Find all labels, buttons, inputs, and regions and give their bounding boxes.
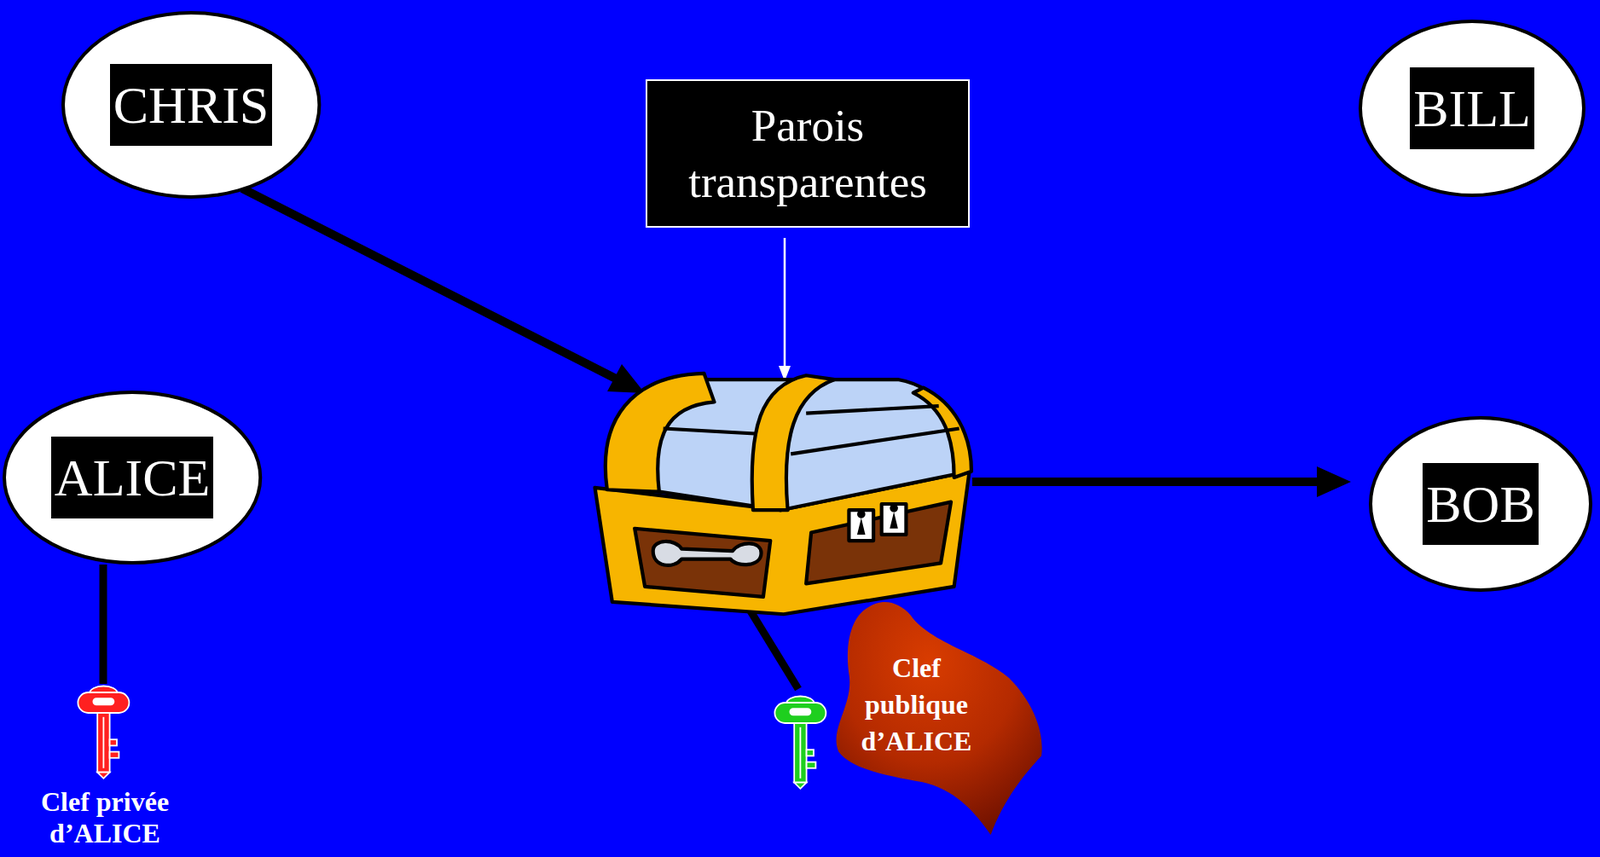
- arrow-line: [972, 477, 1322, 487]
- key-tag-blob: Clef publique d’ALICE: [831, 597, 1047, 841]
- keyhole: [857, 510, 866, 535]
- key-tooth: [806, 762, 817, 769]
- key-groove: [103, 717, 105, 769]
- public-key-icon: [774, 696, 826, 789]
- blob-shape: [836, 602, 1043, 835]
- key-bow: [774, 702, 826, 724]
- chest-front-panel: [805, 502, 951, 585]
- key-attachment-line: [99, 564, 108, 685]
- treasure-chest: [595, 373, 972, 615]
- key-tip: [97, 772, 110, 779]
- key-tooth: [110, 752, 120, 759]
- key-shaft: [794, 723, 806, 783]
- bob-arrow: [972, 466, 1351, 498]
- key-tooth: [110, 739, 117, 746]
- lock-plate: [848, 510, 874, 541]
- key-bow: [77, 692, 129, 714]
- lid-plank: [805, 405, 940, 413]
- lid-plank: [790, 428, 959, 454]
- chest-handle: [653, 541, 762, 566]
- person-ellipse: CHRIS: [60, 10, 322, 200]
- arrow-head: [1316, 466, 1351, 498]
- node-label: BOB: [1422, 463, 1538, 545]
- lid-plank: [663, 428, 756, 434]
- keyhole: [889, 504, 899, 529]
- ellipse-shape: [4, 392, 261, 563]
- key-tip: [794, 782, 806, 789]
- key-hole: [92, 698, 114, 705]
- node-label: CHRIS: [110, 63, 273, 146]
- arrow-head: [607, 364, 645, 394]
- chest-lid-band: [605, 373, 715, 493]
- chris-arrow: [242, 188, 645, 394]
- person-ellipse: BILL: [1357, 18, 1587, 198]
- key-caption: Clef privée d’ALICE: [28, 786, 182, 850]
- leader-arrow: [778, 237, 791, 382]
- leader-line: [783, 237, 787, 368]
- chest-end-panel: [634, 528, 771, 598]
- key-groove: [800, 727, 802, 779]
- key-shaft: [97, 713, 110, 773]
- chest-lid-band: [752, 375, 835, 511]
- ellipse-shape: [1370, 417, 1591, 591]
- ellipse-shape: [1360, 21, 1584, 196]
- private-key-icon: [77, 686, 129, 779]
- callout-box: Parois transparentes: [645, 79, 970, 228]
- key-tooth: [806, 749, 814, 756]
- node-label: Clef publique d’ALICE: [854, 649, 979, 761]
- person-ellipse: ALICE: [1, 389, 263, 566]
- node-label: BILL: [1409, 67, 1535, 150]
- arrow-line: [242, 188, 616, 379]
- person-ellipse: BOB: [1368, 415, 1594, 593]
- node-label: ALICE: [51, 436, 215, 519]
- ellipse-shape: [63, 12, 319, 198]
- node-label: Parois transparentes: [657, 97, 958, 211]
- key-hole: [789, 708, 811, 715]
- key-attachment-line: [749, 609, 799, 690]
- lock-plate: [881, 504, 907, 535]
